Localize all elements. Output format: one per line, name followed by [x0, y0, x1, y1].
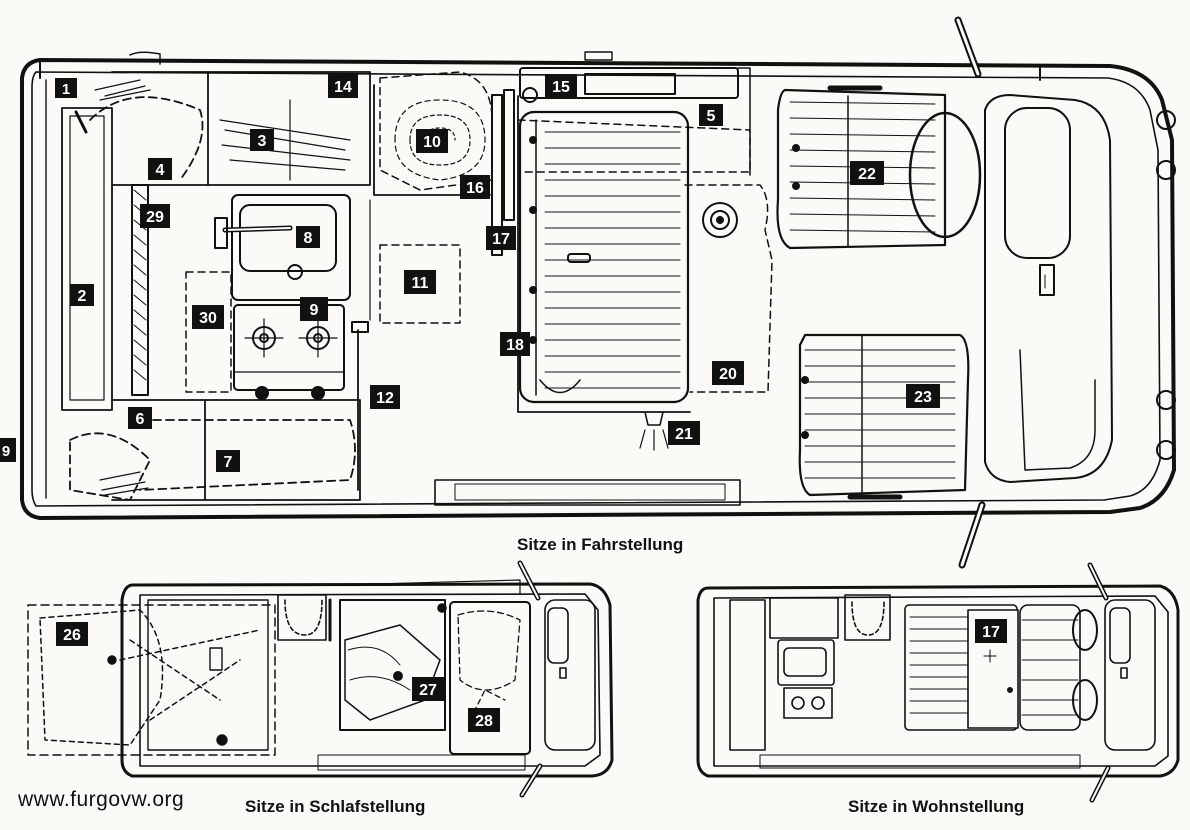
svg-text:7: 7 — [224, 454, 233, 471]
svg-text:22: 22 — [858, 166, 876, 183]
svg-text:10: 10 — [423, 134, 441, 151]
label-3: 3 — [250, 129, 274, 151]
svg-text:30: 30 — [199, 310, 217, 327]
label-6: 6 — [128, 407, 152, 429]
svg-text:21: 21 — [675, 426, 693, 443]
label-5: 5 — [699, 104, 723, 126]
number-labels-main: 1 2 3 4 5 6 7 8 9 10 11 12 14 15 16 17 1… — [0, 74, 940, 472]
label-14: 14 — [328, 74, 358, 98]
label-edge-9: 9 — [0, 438, 16, 462]
van-outline-sleep — [120, 560, 614, 798]
passenger-seat-23 — [798, 85, 970, 500]
svg-text:4: 4 — [156, 162, 165, 179]
number-labels-living: 17 — [975, 619, 1007, 643]
svg-text:29: 29 — [146, 209, 164, 226]
svg-text:26: 26 — [63, 627, 81, 644]
awning-26 — [27, 604, 276, 756]
svg-text:12: 12 — [376, 390, 394, 407]
svg-text:18: 18 — [506, 337, 524, 354]
svg-text:8: 8 — [304, 230, 313, 247]
label-30: 30 — [192, 305, 224, 329]
label-12: 12 — [370, 385, 400, 409]
van-outline-main — [20, 16, 1176, 569]
number-labels-sleep: 26 27 28 — [56, 622, 500, 732]
svg-text:1: 1 — [62, 81, 70, 98]
label-26: 26 — [56, 622, 88, 646]
label-7: 7 — [216, 450, 240, 472]
label-10: 10 — [416, 129, 448, 153]
svg-text:27: 27 — [419, 682, 437, 699]
svg-text:15: 15 — [552, 79, 570, 96]
caption-schlafstellung: Sitze in Schlafstellung — [245, 797, 426, 816]
svg-text:23: 23 — [914, 389, 932, 406]
driver-seat-22 — [776, 88, 982, 250]
label-living-17: 17 — [975, 619, 1007, 643]
label-8: 8 — [296, 226, 320, 248]
label-4: 4 — [148, 158, 172, 180]
label-2: 2 — [70, 284, 94, 306]
svg-text:6: 6 — [136, 411, 145, 428]
caption-fahrstellung: Sitze in Fahrstellung — [517, 535, 684, 554]
cab-front-dashboard — [984, 94, 1113, 483]
bed-27 — [339, 599, 446, 731]
label-28: 28 — [468, 708, 500, 732]
svg-text:9: 9 — [310, 302, 319, 319]
label-23: 23 — [906, 384, 940, 408]
label-20: 20 — [712, 361, 744, 385]
svg-text:11: 11 — [412, 275, 429, 292]
van-outline-living — [696, 562, 1180, 803]
label-21: 21 — [668, 421, 700, 445]
label-16: 16 — [460, 175, 490, 199]
top-cabinet-15 — [519, 67, 751, 176]
label-27: 27 — [412, 677, 444, 701]
label-18: 18 — [500, 332, 530, 356]
rear-sleep-details — [107, 599, 269, 751]
svg-text:17: 17 — [492, 231, 510, 248]
label-17: 17 — [486, 226, 516, 250]
watermark: www.furgovw.org — [18, 788, 185, 811]
label-15: 15 — [545, 74, 577, 98]
rear-cabinets — [111, 71, 371, 501]
label-9: 9 — [300, 297, 328, 321]
swivel-base — [702, 202, 738, 238]
stove-9 — [233, 304, 345, 400]
svg-text:9: 9 — [2, 443, 10, 460]
floor-bottom-strip — [434, 479, 741, 506]
svg-text:16: 16 — [466, 180, 484, 197]
svg-text:5: 5 — [707, 108, 716, 125]
svg-text:14: 14 — [334, 79, 352, 96]
svg-text:28: 28 — [475, 713, 493, 730]
svg-text:20: 20 — [719, 366, 737, 383]
kitchen-sink-8 — [214, 194, 351, 301]
caption-wohnstellung: Sitze in Wohnstellung — [848, 797, 1025, 816]
divider-column — [351, 87, 538, 491]
svg-text:3: 3 — [258, 133, 267, 150]
label-1: 1 — [55, 78, 77, 98]
rear-bench-18 — [517, 95, 691, 451]
svg-text:2: 2 — [78, 288, 87, 305]
svg-text:17: 17 — [982, 624, 1000, 641]
label-11: 11 — [404, 270, 436, 294]
label-22: 22 — [850, 161, 884, 185]
label-29: 29 — [140, 204, 170, 228]
